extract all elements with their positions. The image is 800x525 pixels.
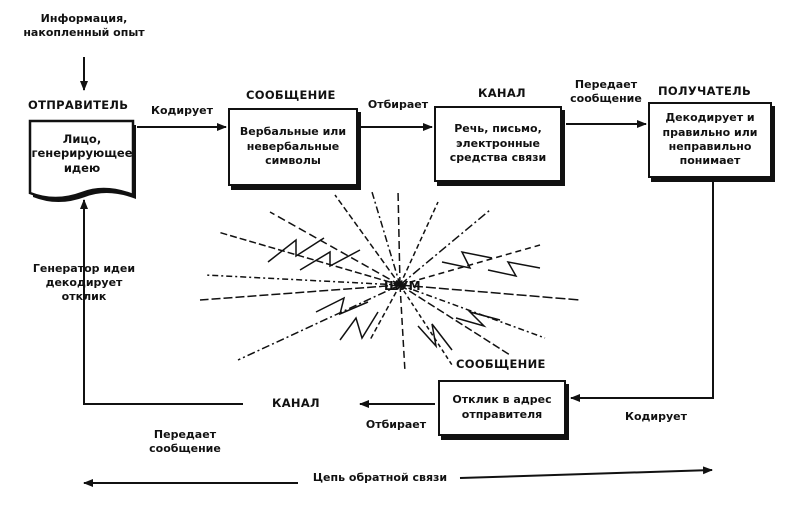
input-label: Информация, накопленный опыт (23, 12, 145, 39)
feedback-selects-label: Отбирает (365, 418, 427, 431)
feedback-message-header: СООБЩЕНИЕ (456, 357, 546, 371)
message-box: Вербальные или невербальные символы (228, 108, 358, 186)
feedback-loop-arrow-right (459, 466, 713, 479)
decodes-response-label: Генератор идеи декодирует отклик (32, 262, 136, 303)
feedback-message-box: Отклик в адрес отправителя (438, 380, 566, 436)
selects-label: Отбирает (367, 98, 429, 111)
channel-header: КАНАЛ (478, 86, 526, 100)
noise-label: ШУМ (384, 279, 421, 293)
feedback-channel-header: КАНАЛ (272, 396, 320, 410)
message-header: СООБЩЕНИЕ (246, 88, 336, 102)
receiver-box: Декодирует и правильно или неправильно п… (648, 102, 772, 178)
feedback-encodes-label: Кодирует (624, 410, 688, 423)
arrow-channel-to-sender (80, 199, 243, 405)
receiver-header: ПОЛУЧАТЕЛЬ (658, 84, 752, 98)
sender-header: ОТПРАВИТЕЛЬ (28, 98, 129, 112)
transmits-label: Передает сообщение (570, 78, 642, 105)
encodes-label: Кодирует (150, 104, 214, 117)
arrow-receiver-to-feedback (570, 178, 714, 402)
channel-box: Речь, письмо, электронные средства связи (434, 106, 562, 182)
sender-text: Лицо, генерирующее идею (31, 132, 133, 175)
feedback-loop-label: Цепь обратной связи (312, 471, 448, 484)
sender-box (28, 119, 135, 200)
feedback-transmits-label: Передает сообщение (149, 428, 221, 455)
noise-burst (199, 189, 581, 373)
